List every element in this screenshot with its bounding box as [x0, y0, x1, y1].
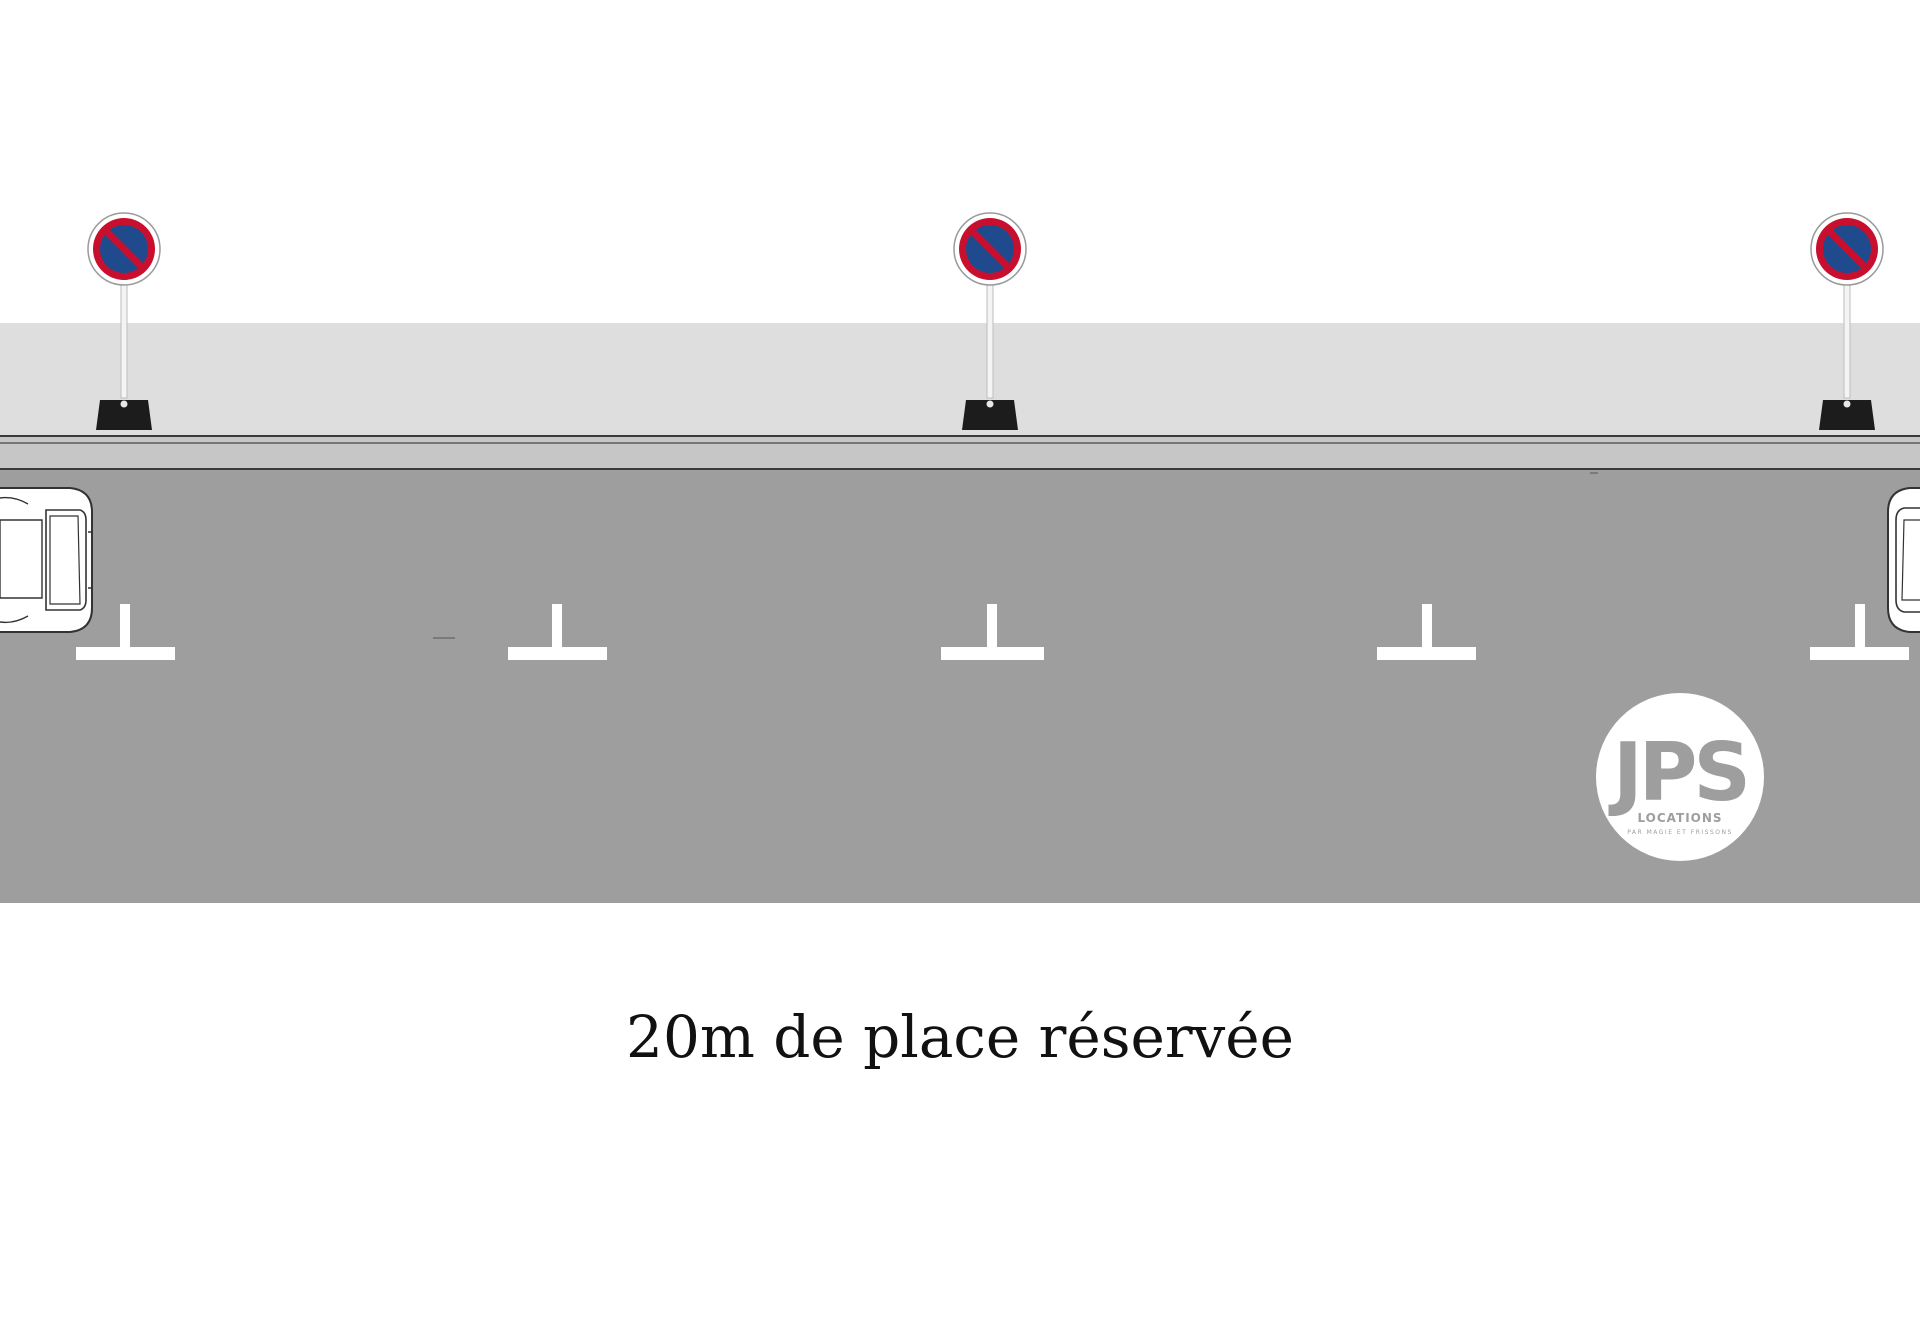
sign-base: [962, 400, 1018, 430]
logo-mark: JPS: [1608, 726, 1747, 819]
road-speck: [1590, 472, 1598, 474]
sign-pole: [986, 282, 994, 399]
parking-marking-2: [508, 604, 607, 660]
curb: [0, 435, 1920, 469]
sidewalk: [0, 323, 1920, 435]
no-parking-sign-2: [953, 212, 1027, 430]
parking-marking-4: [1377, 604, 1476, 660]
parked-car-right: [1887, 487, 1920, 633]
road-speck: [433, 637, 455, 639]
sign-pole-socket: [1843, 400, 1851, 408]
logo-tagline: PAR MAGIE ET FRISSONS: [1627, 829, 1733, 836]
sign-pole-socket: [986, 400, 994, 408]
sign-pole: [1843, 282, 1851, 399]
parking-marking-3: [941, 604, 1044, 660]
no-parking-sign-icon: [953, 212, 1027, 286]
no-parking-sign-icon: [87, 212, 161, 286]
parked-car-left: [0, 487, 93, 633]
sign-base: [1819, 400, 1875, 430]
sign-pole-socket: [120, 400, 128, 408]
road: [0, 470, 1920, 903]
parking-marking-1: [76, 604, 175, 660]
logo-name: LOCATIONS: [1637, 811, 1722, 825]
jps-logo: JPS LOCATIONS PAR MAGIE ET FRISSONS: [1596, 693, 1764, 861]
no-parking-sign-icon: [1810, 212, 1884, 286]
no-parking-sign-3: [1810, 212, 1884, 430]
reserved-space-caption: 20m de place réservée: [626, 1003, 1294, 1071]
parking-marking-5: [1810, 604, 1909, 660]
sign-pole: [120, 282, 128, 399]
sign-base: [96, 400, 152, 430]
no-parking-sign-1: [87, 212, 161, 430]
